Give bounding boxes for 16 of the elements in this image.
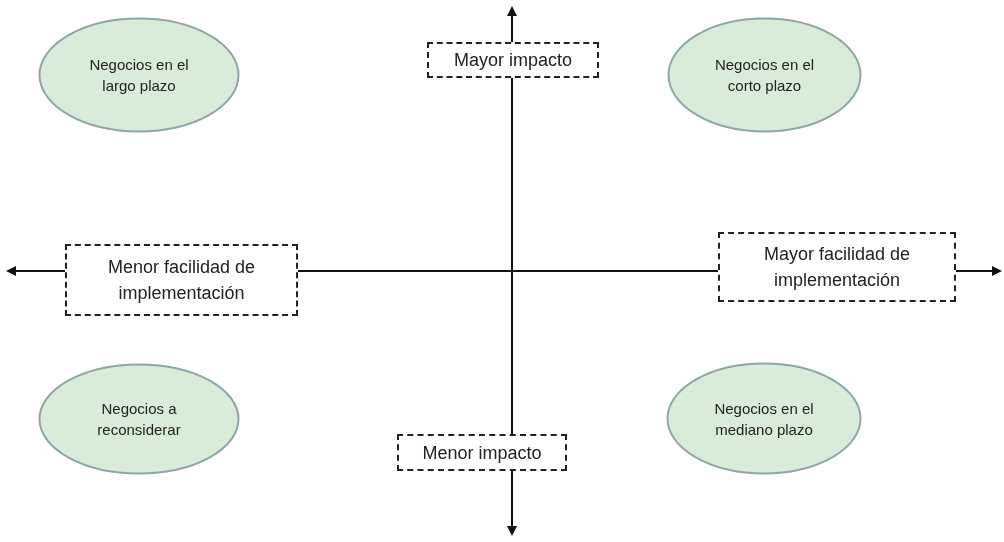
quadrant-ellipse bbox=[666, 362, 862, 475]
axis-label: Menor facilidad de implementación bbox=[106, 256, 257, 305]
axis-label: Menor impacto bbox=[421, 441, 543, 465]
axis-label-box bbox=[397, 434, 567, 471]
axis-label-box bbox=[427, 42, 599, 78]
quadrant-ellipse bbox=[667, 17, 862, 133]
quadrant-label: Negocios en el mediano plazo bbox=[713, 398, 815, 440]
quadrant-ellipse bbox=[38, 363, 240, 475]
axis-label-box bbox=[718, 232, 956, 302]
axis-label: Mayor impacto bbox=[452, 49, 573, 72]
quadrant-label: Negocios en el corto plazo bbox=[713, 55, 816, 96]
quadrant-ellipse bbox=[38, 17, 240, 133]
axis-label-box bbox=[65, 244, 298, 316]
quadrant-label: Negocios en el largo plazo bbox=[88, 55, 190, 96]
quadrant-label: Negocios a reconsiderar bbox=[96, 399, 182, 440]
axis-label: Mayor facilidad de implementación bbox=[762, 243, 912, 292]
